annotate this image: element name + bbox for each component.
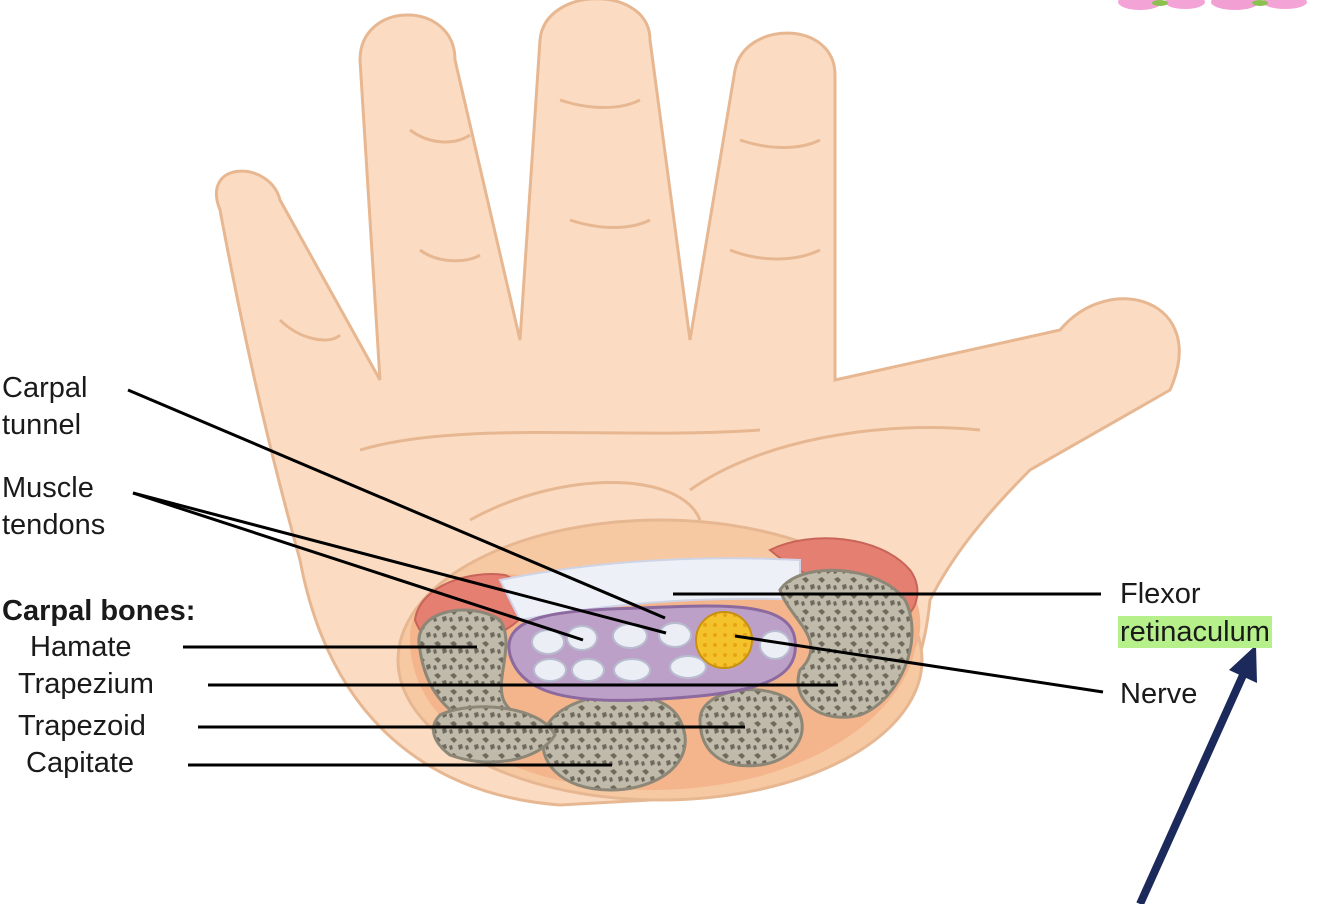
label-muscle-tendons-line1: Muscle: [2, 472, 94, 504]
pink-flower-decoration-icon: [1118, 0, 1307, 10]
label-trapezoid: Trapezoid: [18, 710, 146, 742]
label-nerve: Nerve: [1120, 678, 1198, 710]
leader-lines: [127, 388, 1104, 767]
label-flexor-retinaculum-highlighted: retinaculum: [1118, 614, 1272, 650]
label-flexor-line2: retinaculum: [1118, 616, 1272, 648]
label-carpal-tunnel-line1: Carpal: [2, 372, 88, 404]
tendons: [531, 622, 791, 682]
label-muscle-tendons-line2: tendons: [2, 509, 106, 541]
median-nerve: [695, 611, 753, 669]
label-carpal-bones-heading: Carpal bones:: [2, 595, 196, 627]
palm-creases: [278, 98, 981, 522]
label-flexor-line1: Flexor: [1120, 578, 1201, 610]
label-capitate: Capitate: [26, 747, 135, 779]
navy-arrow-icon: [1136, 645, 1257, 904]
label-trapezium: Trapezium: [18, 668, 154, 700]
wrist-cross-section: [396, 518, 924, 802]
label-hamate: Hamate: [30, 631, 132, 663]
label-carpal-tunnel-line2: tunnel: [2, 409, 82, 441]
